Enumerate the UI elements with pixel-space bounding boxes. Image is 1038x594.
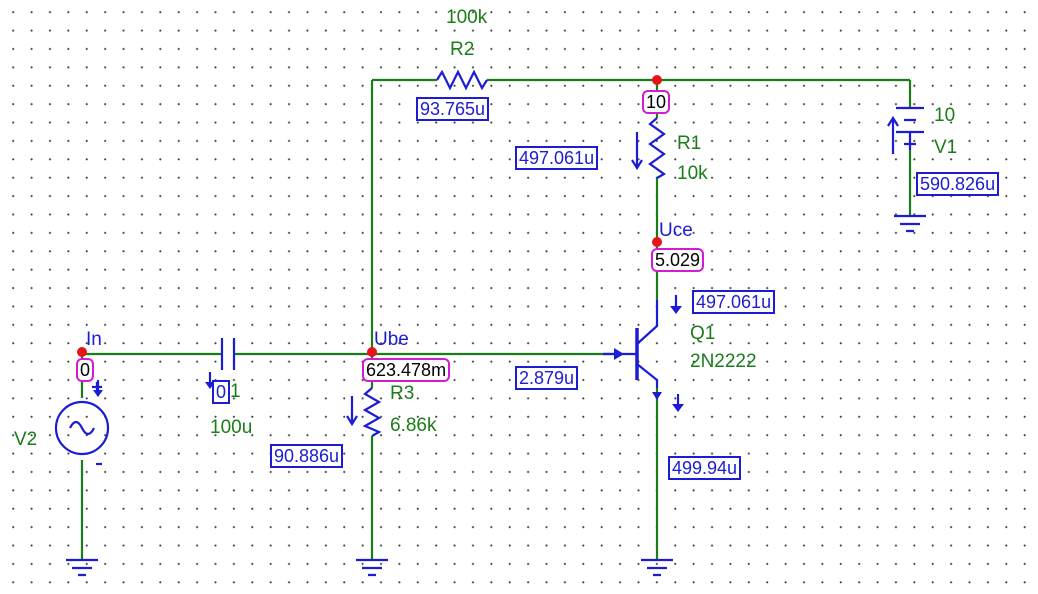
- q1-base-current-arrowhead: [614, 348, 624, 360]
- r1-ref: R1: [677, 133, 702, 154]
- q1-collector-current-readout[interactable]: 497.061u: [692, 290, 776, 314]
- v2-ref: V2: [14, 429, 38, 450]
- ground-v1: [894, 214, 926, 233]
- c1-capacitor-symbol: [220, 338, 236, 370]
- v1-current-readout[interactable]: 590.826u: [916, 172, 1000, 196]
- r1-current-readout[interactable]: 497.061u: [515, 146, 599, 170]
- node-ube-dot: [367, 347, 377, 357]
- node-ube-voltage-probe[interactable]: 623.478m: [362, 358, 451, 382]
- v1-battery-symbol: [896, 106, 924, 150]
- r3-value: 6.86k: [390, 415, 437, 436]
- q1-collector-current-arrowhead: [670, 306, 682, 314]
- q1-base-current-readout[interactable]: 2.879u: [515, 366, 579, 390]
- node-uce-voltage-probe[interactable]: 5.029: [651, 248, 705, 272]
- r3-current-arrow-head: [346, 415, 358, 427]
- r1-current-arrow-head: [631, 159, 643, 171]
- r3-current-readout[interactable]: 90.886u: [270, 444, 344, 468]
- node-uce-label: Uce: [659, 220, 693, 241]
- v2-source-circle: [54, 400, 110, 456]
- r2-value: 100k: [446, 7, 488, 28]
- v1-value: 10: [934, 105, 956, 126]
- q1-emitter-current-arrowhead: [672, 404, 684, 412]
- node-ube-label: Ube: [374, 329, 409, 350]
- q1-emitter-lead: [636, 363, 659, 388]
- v1-current-arrow-head: [887, 115, 899, 127]
- node-in-voltage-probe[interactable]: 0: [76, 358, 95, 382]
- ground-emitter: [641, 558, 673, 577]
- q1-emitter-current-readout[interactable]: 499.94u: [668, 456, 742, 480]
- r2-ref: R2: [450, 39, 475, 60]
- r3-resistor-symbol: [362, 387, 382, 437]
- c1-voltage-readout[interactable]: 0: [212, 380, 231, 404]
- r1-resistor-symbol: [648, 117, 667, 179]
- c1-ref: 1: [230, 381, 241, 402]
- v2-sine: [69, 420, 95, 436]
- c1-value: 100u: [210, 417, 253, 438]
- node-vcc-dot: [652, 75, 662, 85]
- r2-resistor-symbol: [436, 69, 488, 91]
- q1-model: 2N2222: [690, 351, 757, 372]
- r3-ref: R3: [390, 383, 415, 404]
- q1-collector-lead: [636, 300, 659, 345]
- r1-value: 10k: [677, 163, 708, 184]
- v2-current-arrowhead: [93, 390, 103, 397]
- r2-current-readout[interactable]: 93.765u: [416, 97, 490, 121]
- v1-ref: V1: [934, 137, 958, 158]
- q1-emitter-arrowhead: [652, 392, 662, 400]
- ground-v2: [66, 558, 98, 577]
- node-in-label: In: [86, 329, 102, 350]
- node-vcc-voltage-probe[interactable]: 10: [642, 90, 671, 114]
- ground-r3: [356, 558, 388, 577]
- q1-ref: Q1: [690, 323, 716, 344]
- node-in-dot: [77, 347, 87, 357]
- node-uce-dot: [652, 237, 662, 247]
